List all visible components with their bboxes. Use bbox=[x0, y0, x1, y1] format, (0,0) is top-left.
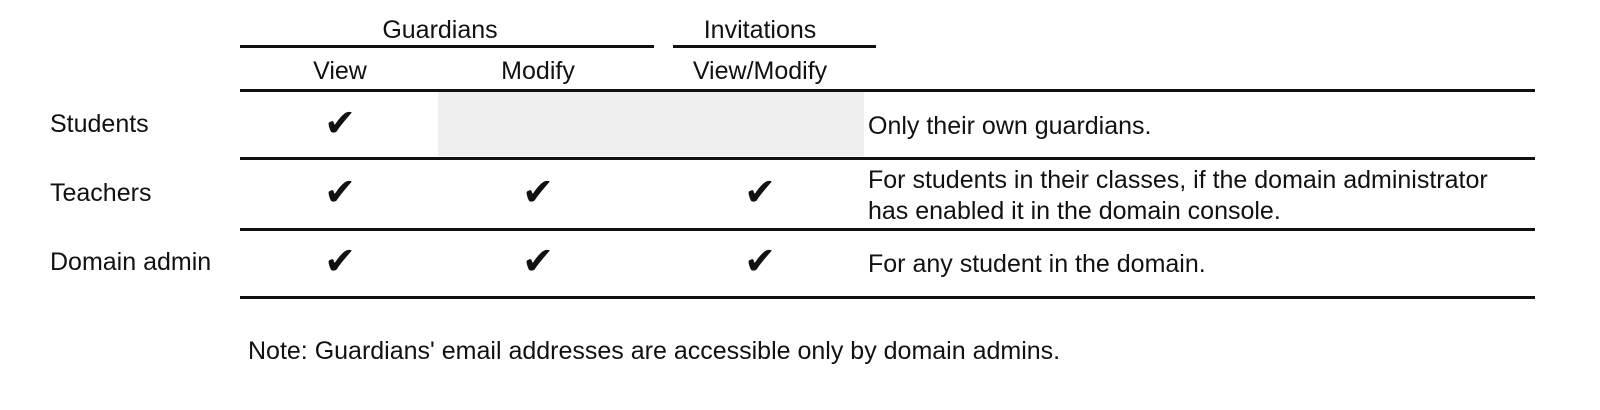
check-icon-teachers-guardians-modify: ✔ bbox=[522, 170, 554, 214]
spanner-rule-guardians bbox=[240, 45, 654, 48]
row-label-teachers: Teachers bbox=[50, 179, 152, 207]
table-footnote: Note: Guardians' email addresses are acc… bbox=[248, 337, 1061, 365]
check-icon-domain-admin-invitations-view-modify: ✔ bbox=[744, 239, 776, 283]
check-icon-domain-admin-guardians-modify: ✔ bbox=[522, 239, 554, 283]
check-icon-students-guardians-view: ✔ bbox=[324, 101, 356, 145]
check-icon-teachers-invitations-view-modify: ✔ bbox=[744, 170, 776, 214]
blocked-cell-students-modify-invitations bbox=[438, 92, 864, 156]
row-description-teachers: For students in their classes, if the do… bbox=[868, 165, 1528, 227]
table-rule-bottom bbox=[240, 296, 1535, 299]
column-header-guardians-modify: Modify bbox=[501, 57, 575, 85]
column-group-header-guardians: Guardians bbox=[382, 16, 498, 44]
column-header-guardians-view: View bbox=[313, 57, 367, 85]
row-description-students-line-1: Only their own guardians. bbox=[868, 112, 1152, 140]
row-description-students: Only their own guardians. bbox=[868, 111, 1528, 142]
row-description-domain-admin: For any student in the domain. bbox=[868, 249, 1528, 280]
row-description-domain-admin-line-1: For any student in the domain. bbox=[868, 250, 1206, 278]
column-header-invitations-view-modify: View/Modify bbox=[692, 57, 828, 85]
row-label-domain-admin: Domain admin bbox=[50, 248, 212, 276]
spanner-rule-invitations bbox=[673, 45, 876, 48]
check-icon-domain-admin-guardians-view: ✔ bbox=[324, 239, 356, 283]
row-description-teachers-line-1: For students in their classes, if the do… bbox=[868, 166, 1488, 194]
row-description-teachers-line-2: has enabled it in the domain console. bbox=[868, 197, 1281, 225]
table-rule-1 bbox=[240, 157, 1535, 160]
column-group-header-invitations: Invitations bbox=[703, 16, 817, 44]
table-rule-2 bbox=[240, 228, 1535, 231]
check-icon-teachers-guardians-view: ✔ bbox=[324, 170, 356, 214]
row-label-students: Students bbox=[50, 110, 149, 138]
table-rule-top bbox=[240, 89, 1535, 92]
